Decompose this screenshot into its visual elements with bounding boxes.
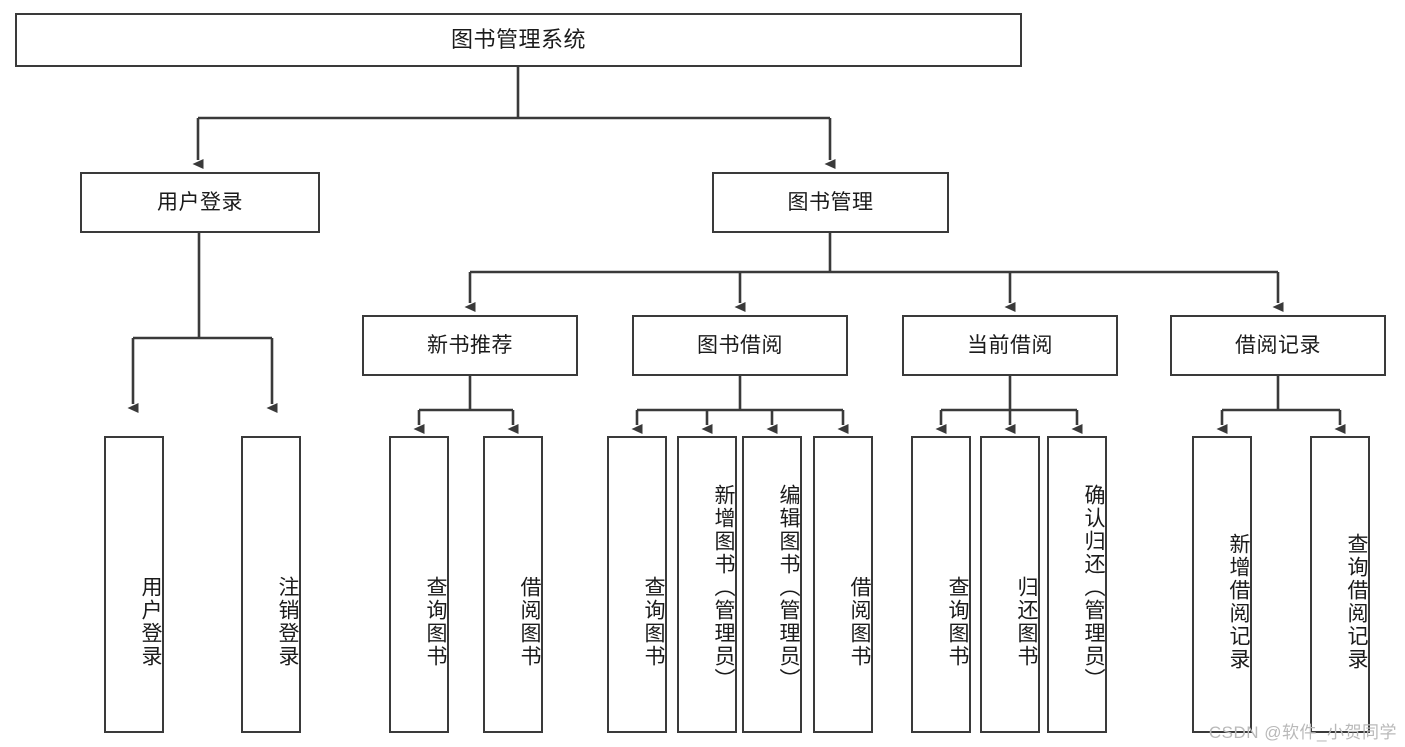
node-new-book-recommendation[interactable]: 新书推荐 (362, 315, 578, 376)
leaf-user-login[interactable]: 用户登录 (104, 436, 164, 733)
node-book-borrow-label: 图书借阅 (697, 333, 783, 357)
leaf-query-book-c[interactable]: 查询图书 (911, 436, 971, 733)
leaf-add-book-label: 新增图书（管理员） (712, 484, 735, 691)
node-book-borrow[interactable]: 图书借阅 (632, 315, 848, 376)
leaf-user-login-label: 用户登录 (139, 575, 162, 668)
leaf-borrow-book-a-label: 借阅图书 (518, 575, 541, 668)
node-root[interactable]: 图书管理系统 (15, 13, 1022, 67)
leaf-logout-label: 注销登录 (276, 575, 299, 668)
node-book-management[interactable]: 图书管理 (712, 172, 949, 233)
leaf-edit-book-label: 编辑图书（管理员） (777, 484, 800, 691)
node-book-management-label: 图书管理 (787, 190, 874, 214)
leaf-query-record[interactable]: 查询借阅记录 (1310, 436, 1370, 733)
leaf-return-book-label: 归还图书 (1015, 575, 1038, 668)
leaf-query-book-b-label: 查询图书 (642, 575, 665, 668)
leaf-borrow-book-a[interactable]: 借阅图书 (483, 436, 543, 733)
node-new-book-recommendation-label: 新书推荐 (427, 333, 513, 357)
leaf-add-book[interactable]: 新增图书（管理员） (677, 436, 737, 733)
leaf-add-record[interactable]: 新增借阅记录 (1192, 436, 1252, 733)
csdn-watermark: CSDN @软件_小贺同学 (1208, 723, 1397, 742)
node-user-login-label: 用户登录 (157, 190, 243, 214)
leaf-confirm-return-label: 确认归还（管理员） (1082, 484, 1105, 691)
node-root-label: 图书管理系统 (450, 26, 586, 52)
node-borrow-record-label: 借阅记录 (1235, 333, 1321, 357)
node-user-login[interactable]: 用户登录 (80, 172, 320, 233)
leaf-query-book-a-label: 查询图书 (424, 575, 447, 668)
leaf-query-book-c-label: 查询图书 (946, 575, 969, 668)
leaf-borrow-book-b[interactable]: 借阅图书 (813, 436, 873, 733)
leaf-edit-book[interactable]: 编辑图书（管理员） (742, 436, 802, 733)
leaf-logout[interactable]: 注销登录 (241, 436, 301, 733)
node-borrow-record[interactable]: 借阅记录 (1170, 315, 1386, 376)
leaf-query-record-label: 查询借阅记录 (1345, 532, 1368, 671)
leaf-query-book-b[interactable]: 查询图书 (607, 436, 667, 733)
leaf-query-book-a[interactable]: 查询图书 (389, 436, 449, 733)
node-current-borrow[interactable]: 当前借阅 (902, 315, 1118, 376)
leaf-confirm-return[interactable]: 确认归还（管理员） (1047, 436, 1107, 733)
node-current-borrow-label: 当前借阅 (967, 333, 1053, 357)
leaf-borrow-book-b-label: 借阅图书 (848, 575, 871, 668)
leaf-return-book[interactable]: 归还图书 (980, 436, 1040, 733)
leaf-add-record-label: 新增借阅记录 (1227, 532, 1250, 671)
